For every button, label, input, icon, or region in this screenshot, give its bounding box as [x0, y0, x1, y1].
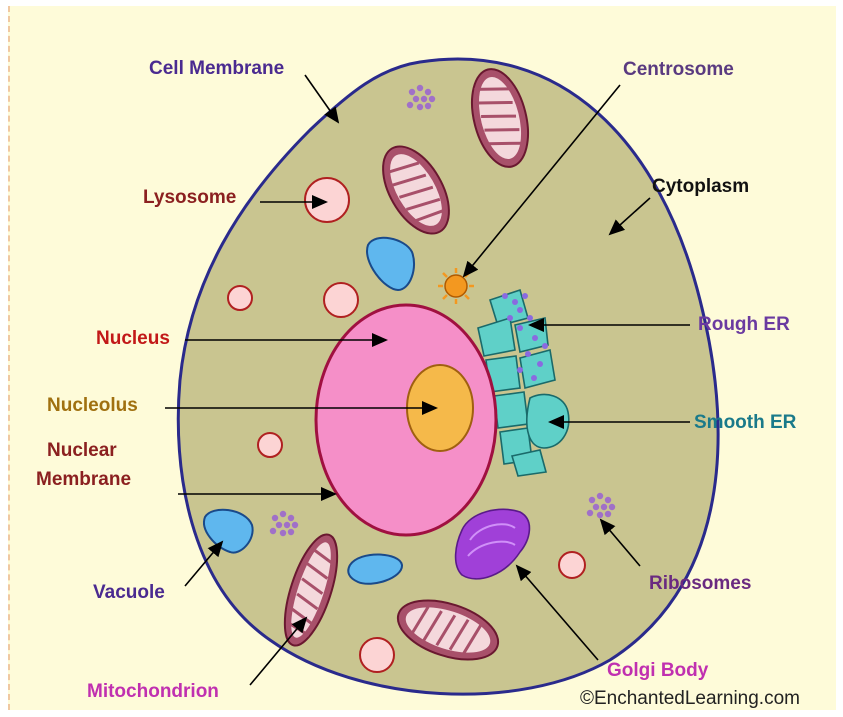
label-cell-membrane: Cell Membrane: [149, 58, 284, 80]
label-smooth-er: Smooth ER: [694, 412, 796, 434]
label-rough-er: Rough ER: [698, 314, 790, 336]
label-ribosomes: Ribosomes: [649, 573, 751, 595]
label-nucleus: Nucleus: [96, 328, 170, 350]
label-vacuole: Vacuole: [93, 582, 165, 604]
label-nucleolus: Nucleolus: [47, 395, 138, 417]
label-lysosome: Lysosome: [143, 187, 236, 209]
label-centrosome: Centrosome: [623, 59, 734, 81]
label-mitochondrion: Mitochondrion: [87, 681, 219, 703]
copyright-credit: ©EnchantedLearning.com: [580, 688, 800, 710]
label-cytoplasm: Cytoplasm: [652, 176, 749, 198]
label-nuclear-membrane-line1: Nuclear: [47, 440, 117, 462]
label-golgi-body: Golgi Body: [607, 660, 708, 682]
label-nuclear-membrane-line2: Membrane: [36, 469, 131, 491]
arrow-cell-membrane: [305, 75, 338, 122]
